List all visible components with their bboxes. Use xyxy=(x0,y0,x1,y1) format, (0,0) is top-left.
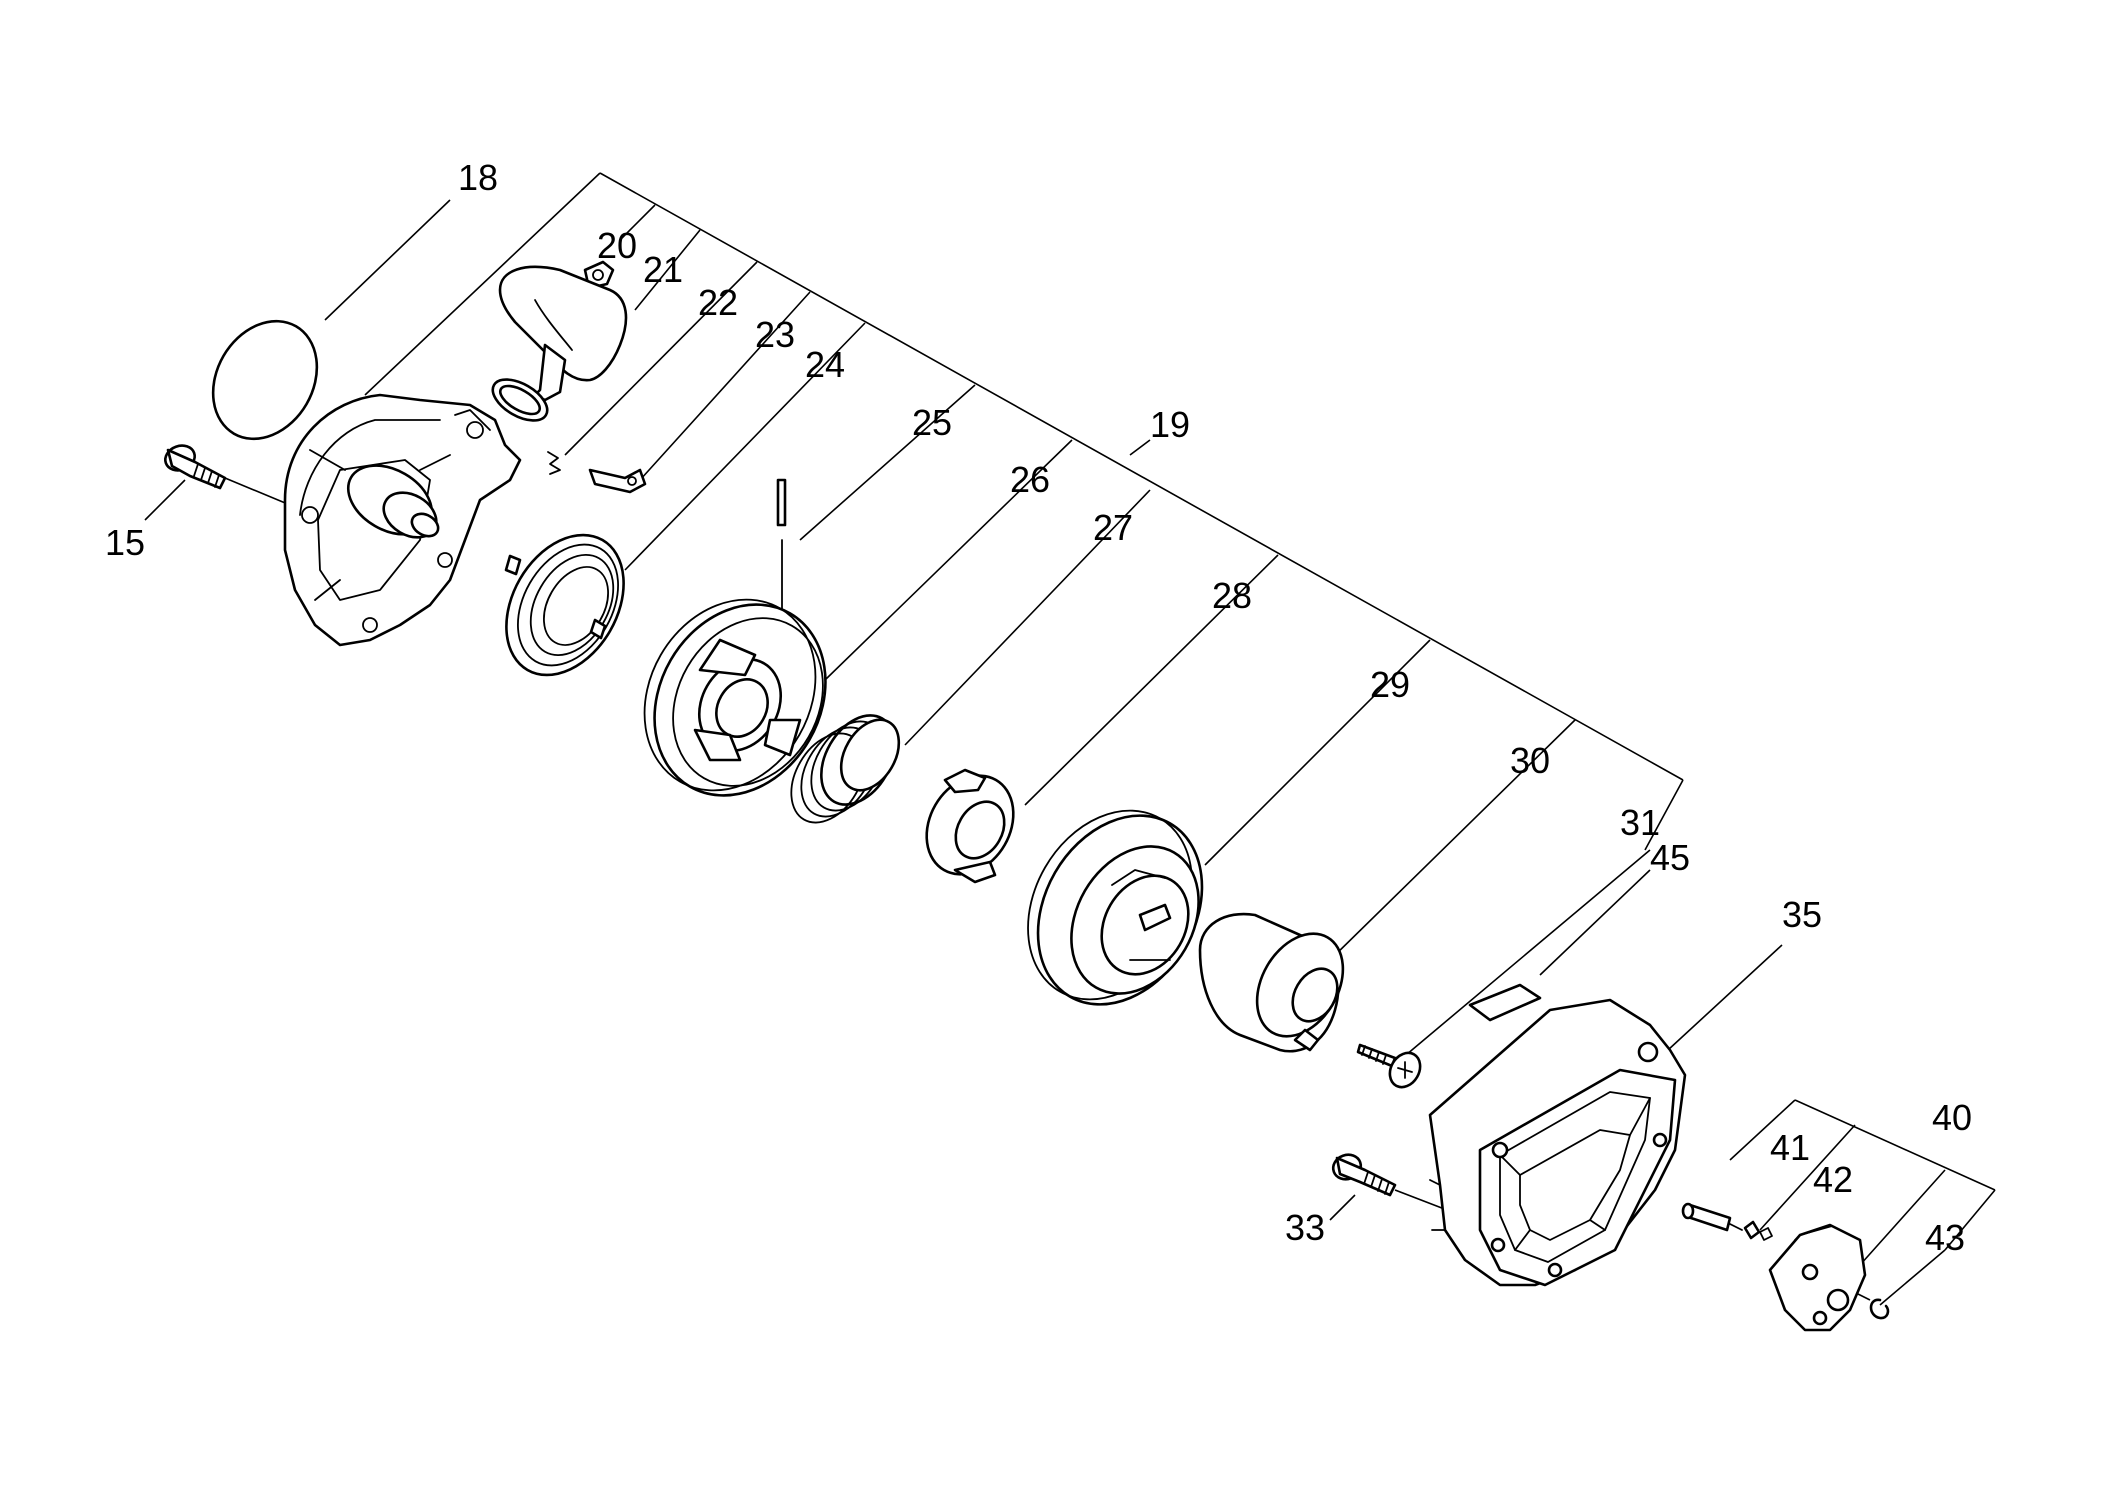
part-label-33: 33 xyxy=(1285,1207,1325,1248)
part-label-45: 45 xyxy=(1650,837,1690,878)
part-29-pulley xyxy=(1027,809,1204,1006)
part-label-43: 43 xyxy=(1925,1217,1965,1258)
part-label-22: 22 xyxy=(698,282,738,323)
part-label-20: 20 xyxy=(597,225,637,266)
part-22-spring xyxy=(547,451,561,475)
part-label-25: 25 xyxy=(912,402,952,443)
part-25-pin xyxy=(776,478,787,621)
part-40-pawl-plate xyxy=(1768,1223,1867,1332)
part-label-26: 26 xyxy=(1010,459,1050,500)
part-43-clip xyxy=(1869,1298,1890,1320)
part-label-21: 21 xyxy=(643,249,683,290)
part-41-pin xyxy=(1681,1202,1743,1232)
part-42-spring xyxy=(1743,1220,1773,1241)
part-24-recoil-spring xyxy=(504,533,625,677)
leader-lines xyxy=(144,172,1996,1306)
part-28-ratchet xyxy=(925,768,1015,884)
part-label-31: 31 xyxy=(1620,802,1660,843)
part-15-screw xyxy=(164,444,227,490)
part-label-28: 28 xyxy=(1212,575,1252,616)
part-23-pawl xyxy=(588,468,647,494)
part-label-30: 30 xyxy=(1510,740,1550,781)
part-35-housing xyxy=(1428,998,1687,1287)
part-label-41: 41 xyxy=(1770,1127,1810,1168)
part-label-15: 15 xyxy=(105,522,145,563)
part-30-hub xyxy=(1198,912,1345,1053)
part-45-decal xyxy=(1468,983,1542,1022)
part-label-24: 24 xyxy=(805,344,845,385)
part-label-19: 19 xyxy=(1150,404,1190,445)
part-21-starter-handle xyxy=(491,265,628,422)
part-label-18: 18 xyxy=(458,157,498,198)
part-label-29: 29 xyxy=(1370,664,1410,705)
part-33-screw xyxy=(1331,1153,1397,1197)
part-label-27: 27 xyxy=(1093,507,1133,548)
part-18-o-ring xyxy=(211,319,319,441)
part-31-screw xyxy=(1356,1043,1422,1089)
starter-housing xyxy=(283,393,522,647)
part-label-23: 23 xyxy=(755,314,795,355)
part-labels: 18 19 20 21 22 23 24 25 26 27 28 29 30 3… xyxy=(105,157,1972,1258)
part-label-35: 35 xyxy=(1782,894,1822,935)
part-label-40: 40 xyxy=(1932,1097,1972,1138)
part-27-coil-spring xyxy=(790,714,901,824)
part-26-rope-pulley xyxy=(643,598,827,797)
part-label-42: 42 xyxy=(1813,1159,1853,1200)
